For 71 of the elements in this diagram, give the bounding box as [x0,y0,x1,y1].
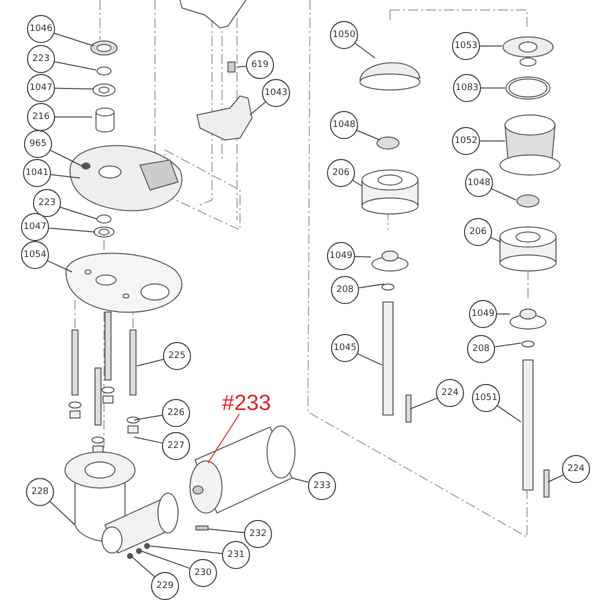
callout-number: 208 [467,335,495,363]
leader-line [136,358,164,366]
leader-line [150,546,223,554]
callout-number: 1041 [23,159,51,187]
callout-number: 1048 [330,111,358,139]
leader-line [480,140,506,142]
leader-line [497,405,522,422]
callout-number: 1053 [452,32,480,60]
callout-number: 208 [331,276,359,304]
callout-number: 225 [163,342,191,370]
callout-number: 1047 [21,213,49,241]
callout-number: 1051 [472,384,500,412]
leader-line [292,478,309,483]
leader-line [50,150,86,168]
leader-line [352,180,362,186]
leader-line [357,353,382,366]
leader-line [54,61,96,70]
callout-number: 1045 [331,334,359,362]
leader-line [354,256,372,258]
leader-line [490,237,502,242]
leader-line [250,102,266,116]
callout-number: 232 [244,520,272,548]
callout-number: 229 [151,572,179,600]
callout-number: 1047 [27,74,55,102]
leader-line [54,116,92,118]
callout-number: 223 [27,45,55,73]
leader-line [236,66,247,68]
leader-line [140,550,190,569]
callout-number: 1048 [465,169,493,197]
callout-number: 1083 [453,74,481,102]
leader-line [354,42,376,58]
leader-line [208,528,245,534]
leader-line [60,206,98,220]
leader-line [54,88,94,90]
callout-number: 1043 [262,79,290,107]
leader-line [50,174,80,178]
callout-number: 233 [308,472,336,500]
leader-line [50,501,76,526]
leader-line [48,228,96,232]
callout-number: 230 [189,559,217,587]
leader-line [47,260,72,272]
callout-number: 216 [27,103,55,131]
callout-number: 1050 [330,21,358,49]
callout-number: 1046 [27,15,55,43]
callout-number: 223 [33,189,61,217]
callout-number: 1054 [21,241,49,269]
callout-number: 1052 [452,127,480,155]
leader-line [491,188,516,200]
callout-number: 206 [327,159,355,187]
leader-line [548,474,564,482]
callout-number: 231 [222,541,250,569]
leader-line [130,556,155,578]
leader-line [410,398,438,410]
leader-line [208,414,240,464]
leader-line [134,436,163,444]
leader-line [134,414,163,420]
callout-number: 224 [436,379,464,407]
leader-line [54,32,94,46]
leader-line [494,342,522,348]
leader-line [356,130,380,140]
part-number-note: #233 [222,392,271,414]
callout-number: 619 [246,51,274,79]
callout-number: 228 [26,478,54,506]
leader-line [358,284,384,288]
callout-number: 1049 [327,242,355,270]
callout-number: 1049 [469,300,497,328]
callout-number: 227 [162,432,190,460]
callout-number: 965 [24,130,52,158]
callout-number: 224 [562,455,590,483]
callout-number: 226 [162,399,190,427]
callout-number: 206 [464,218,492,246]
